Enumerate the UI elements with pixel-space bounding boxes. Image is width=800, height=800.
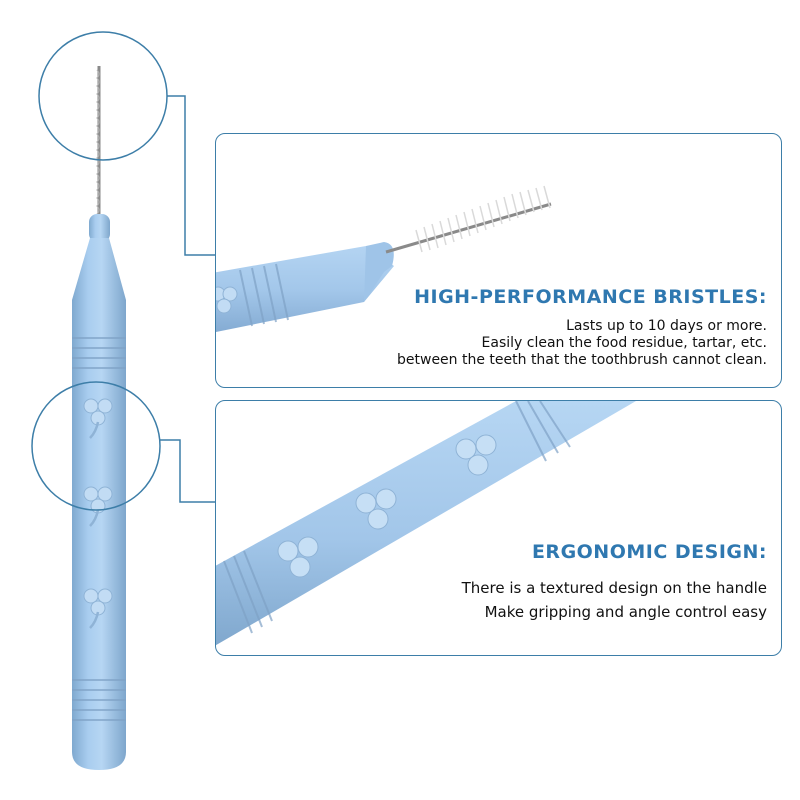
brush-handle [72,214,126,770]
magnifier-handle [31,381,161,511]
handle-closeup-illustration [216,401,636,646]
connector-line-handle [160,439,215,503]
feature-line: There is a textured design on the handle [461,579,767,597]
feature-line: Lasts up to 10 days or more. [566,318,767,334]
feature-description-ergonomic: There is a textured design on the handle… [462,576,767,624]
feature-line: between the teeth that the toothbrush ca… [397,352,767,368]
bristles-closeup-illustration [216,185,552,332]
feature-title-ergonomic: ERGONOMIC DESIGN: [531,541,767,563]
feature-description-bristles: Lasts up to 10 days or more. Easily clea… [397,318,767,369]
feature-line: Make gripping and angle control easy [484,603,767,621]
feature-line: Easily clean the food residue, tartar, e… [481,335,767,351]
connector-line-bristles [167,95,215,256]
magnifier-bristles [38,31,168,161]
feature-card-bristles: HIGH-PERFORMANCE BRISTLES: Lasts up to 1… [215,133,782,388]
feature-card-ergonomic: ERGONOMIC DESIGN: There is a textured de… [215,400,782,656]
brush-wire [96,66,101,218]
feature-title-bristles: HIGH-PERFORMANCE BRISTLES: [414,286,767,308]
